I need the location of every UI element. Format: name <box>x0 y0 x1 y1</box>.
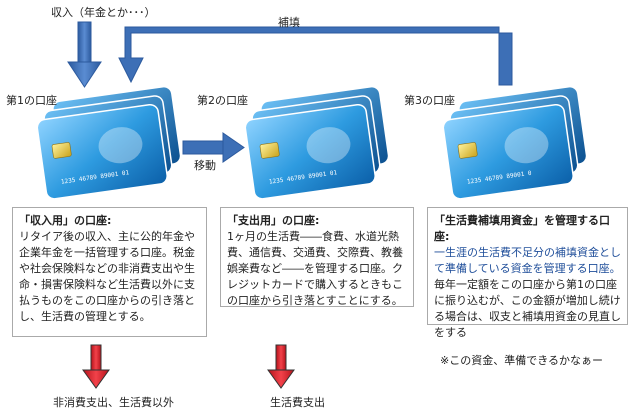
out1-label: 非消費支出、生活費以外 <box>53 396 174 409</box>
card-stack-1: 1235 46789 89001 01 <box>36 85 182 200</box>
box-refill-head: 「生活費補填用資金」を管理する口座: <box>434 214 610 243</box>
card-stack-2: 1235 46789 89001 01 <box>244 85 390 200</box>
account1-label: 第1の口座 <box>6 94 57 107</box>
box-income-body: リタイア後の収入、主に公的年金や企業年金を一括管理する口座。税金や社会保険料など… <box>19 230 195 323</box>
move-label: 移動 <box>194 159 216 172</box>
refill-arrow <box>118 26 513 86</box>
note-label: ※この資金、準備できるかなぁー <box>440 354 603 367</box>
account3-label: 第3の口座 <box>404 94 455 107</box>
account2-label: 第2の口座 <box>197 94 248 107</box>
income-label: 収入（年金とか･･･） <box>51 6 156 19</box>
box-refill-account: 「生活費補填用資金」を管理する口座: 一生涯の生活費不足分の補填資金として準備し… <box>427 207 628 339</box>
income-arrow <box>67 21 102 88</box>
red-arrow-2 <box>267 344 295 389</box>
box-spending-account: 「支出用」の口座: 1ヶ月の生活費――食費、水道光熱費、通信費、交通費、交際費、… <box>220 207 414 307</box>
out2-label: 生活費支出 <box>270 396 325 409</box>
box-spending-body: 1ヶ月の生活費――食費、水道光熱費、通信費、交通費、交際費、教養娯楽費など――を… <box>227 230 403 307</box>
move-arrow <box>182 132 245 163</box>
red-arrow-1 <box>82 344 110 389</box>
refill-label: 補填 <box>278 16 300 29</box>
box-income-head: 「収入用」の口座: <box>19 214 112 227</box>
box-refill-blue: 一生涯の生活費不足分の補填資金として準備している資金を管理する口座。 <box>434 246 621 275</box>
card-stack-3: 1235 46789 89001 0 <box>442 85 588 200</box>
box-refill-body: 毎年一定額をこの口座から第1の口座に振り込むが、この金額が増加し続ける場合は、収… <box>434 278 621 339</box>
box-income-account: 「収入用」の口座: リタイア後の収入、主に公的年金や企業年金を一括管理する口座。… <box>12 207 207 337</box>
box-spending-head: 「支出用」の口座: <box>227 214 320 227</box>
